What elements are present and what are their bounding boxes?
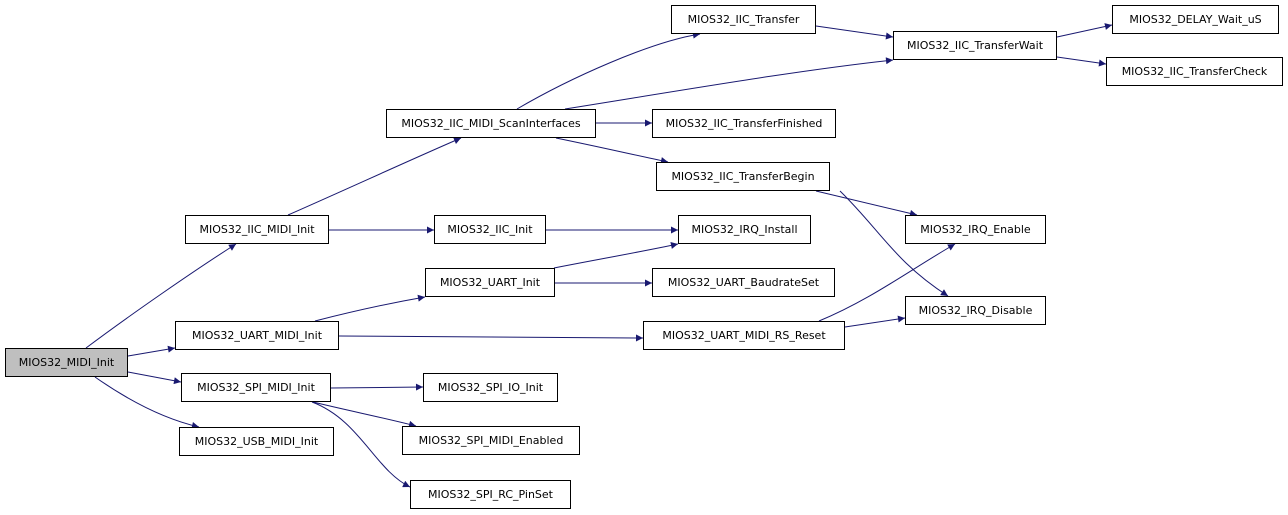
node-midi-init[interactable]: MIOS32_MIDI_Init (5, 348, 128, 377)
node-uart-init[interactable]: MIOS32_UART_Init (425, 268, 555, 297)
node-iic-midi-scaninterfaces[interactable]: MIOS32_IIC_MIDI_ScanInterfaces (386, 109, 596, 138)
edge-midi-init-to-spi-midi-init (127, 371, 182, 385)
node-irq-disable[interactable]: MIOS32_IRQ_Disable (905, 296, 1046, 325)
node-uart-baudrateset[interactable]: MIOS32_UART_BaudrateSet (652, 268, 835, 297)
node-iic-transferwait[interactable]: MIOS32_IIC_TransferWait (893, 31, 1057, 60)
edge-iic-midi-scan-to-iic-transfer (516, 31, 701, 110)
edge-iic-midi-scan-to-iic-transfer-wait (564, 57, 894, 110)
node-uart-midi-init[interactable]: MIOS32_UART_MIDI_Init (175, 321, 339, 350)
edge-midi-init-to-iic-midi-init (85, 243, 237, 349)
node-spi-midi-init[interactable]: MIOS32_SPI_MIDI_Init (181, 373, 331, 402)
node-spi-midi-enabled[interactable]: MIOS32_SPI_MIDI_Enabled (402, 426, 580, 455)
node-iic-init[interactable]: MIOS32_IIC_Init (434, 215, 546, 244)
edge-uart-midi-rs-reset-to-irq-disable (844, 315, 906, 328)
edge-spi-midi-init-to-spi-midi-enabled (312, 401, 417, 428)
edge-uart-midi-init-to-uart-midi-rs-reset (338, 334, 644, 342)
edge-iic-midi-scan-to-iic-transfer-begin (555, 137, 669, 164)
node-usb-midi-init[interactable]: MIOS32_USB_MIDI_Init (179, 427, 334, 456)
edge-spi-midi-init-to-spi-rc-pinset (311, 401, 411, 488)
node-iic-transfer[interactable]: MIOS32_IIC_Transfer (671, 5, 816, 34)
edge-iic-transfer-wait-to-iic-transfer-check (1056, 56, 1107, 67)
node-iic-transferbegin[interactable]: MIOS32_IIC_TransferBegin (656, 162, 830, 191)
node-iic-midi-init[interactable]: MIOS32_IIC_MIDI_Init (185, 215, 329, 244)
edge-midi-init-to-usb-midi-init (94, 376, 200, 429)
node-iic-transferfinished[interactable]: MIOS32_IIC_TransferFinished (652, 109, 836, 138)
edge-iic-transfer-begin-to-irq-enable (815, 190, 918, 217)
node-iic-transfercheck[interactable]: MIOS32_IIC_TransferCheck (1106, 57, 1283, 86)
edge-midi-init-to-uart-midi-init (127, 345, 176, 357)
node-spi-io-init[interactable]: MIOS32_SPI_IO_Init (423, 373, 558, 402)
edge-uart-init-to-irq-install (553, 242, 679, 269)
node-delay-wait-us[interactable]: MIOS32_DELAY_Wait_uS (1112, 5, 1279, 34)
edge-uart-midi-init-to-uart-init (314, 294, 426, 322)
node-spi-rc-pinset[interactable]: MIOS32_SPI_RC_PinSet (410, 480, 571, 509)
edge-iic-midi-init-to-iic-midi-scan (287, 137, 462, 216)
node-uart-midi-rs-reset[interactable]: MIOS32_UART_MIDI_RS_Reset (643, 321, 845, 350)
edge-iic-transfer-begin-to-irq-disable (839, 190, 949, 297)
edge-uart-midi-rs-reset-to-irq-enable (818, 243, 956, 322)
node-irq-enable[interactable]: MIOS32_IRQ_Enable (905, 215, 1046, 244)
node-irq-install[interactable]: MIOS32_IRQ_Install (678, 215, 811, 244)
edge-iic-transfer-wait-to-delay-wait-us (1056, 23, 1113, 38)
edge-spi-midi-init-to-spi-io-init (330, 383, 424, 391)
edge-iic-transfer-to-iic-transfer-wait (815, 25, 894, 40)
